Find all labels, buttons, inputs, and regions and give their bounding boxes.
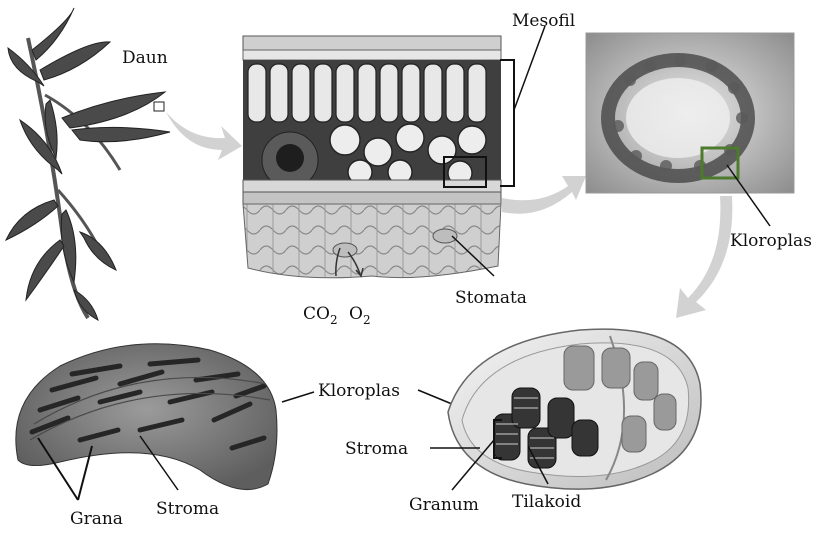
label-kloroplas-mid: Kloroplas (318, 381, 400, 401)
label-grana: Grana (70, 509, 123, 529)
mesofil-pointer (514, 26, 545, 110)
label-o2: O2 (349, 304, 371, 327)
label-tilakoid: Tilakoid (512, 492, 581, 512)
label-granum: Granum (409, 495, 479, 515)
label-co2: CO2 (303, 304, 338, 327)
leaf-cross-section (243, 36, 501, 278)
label-mesofil: Mesofil (512, 11, 575, 31)
chloroplast-3d-model (448, 329, 701, 489)
label-stroma-left: Stroma (156, 499, 219, 519)
cell-micrograph (586, 33, 794, 193)
chloroplast-electron-micrograph (16, 344, 277, 490)
kloroplas-mid-pointer-left (282, 392, 314, 402)
mesofil-bracket (500, 60, 514, 186)
arrow-micrograph-to-model (676, 196, 732, 318)
label-daun: Daun (122, 48, 168, 68)
label-stroma-right: Stroma (345, 439, 408, 459)
label-stomata: Stomata (455, 288, 527, 308)
label-kloroplas-top: Kloroplas (730, 231, 812, 251)
arrow-leaf-to-section (166, 112, 242, 160)
kloroplas-mid-pointer-right (418, 390, 452, 404)
